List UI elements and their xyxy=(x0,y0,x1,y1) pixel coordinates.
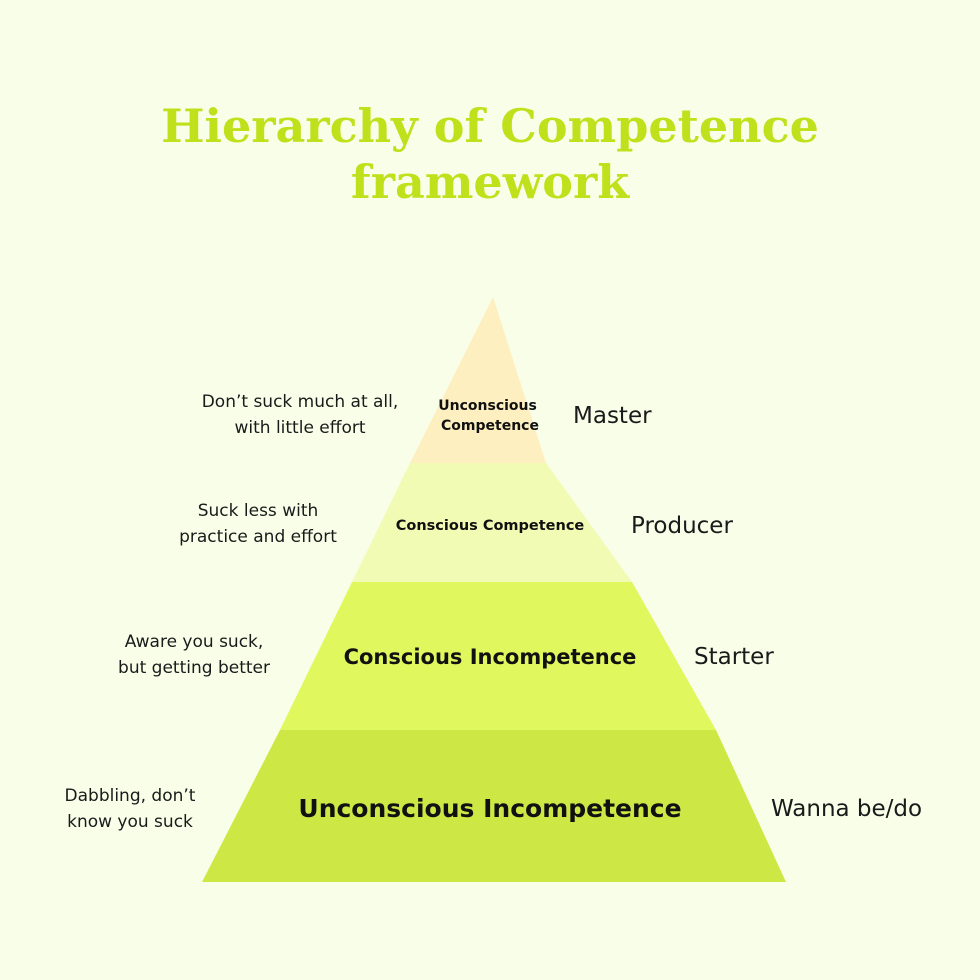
description-producer-line-1: Suck less with xyxy=(197,501,319,521)
description-master: Don’t suck much at all, with little effo… xyxy=(160,389,440,441)
role-label-master: Master xyxy=(573,403,652,429)
description-wanna-be-do-line-1: Dabbling, don’t xyxy=(64,786,196,806)
description-producer-line-2: practice and effort xyxy=(179,527,337,547)
role-label-wanna-be-do: Wanna be/do xyxy=(771,796,922,822)
tier-label-unconscious-incompetence: Unconscious Incompetence xyxy=(298,794,681,823)
description-starter: Aware you suck, but getting better xyxy=(94,629,294,681)
description-starter-line-2: but getting better xyxy=(118,658,270,678)
description-producer: Suck less with practice and effort xyxy=(148,498,368,550)
tier-label-conscious-incompetence: Conscious Incompetence xyxy=(344,645,637,669)
description-wanna-be-do-line-2: know you suck xyxy=(67,812,193,832)
description-master-line-2: with little effort xyxy=(234,418,366,438)
role-label-starter: Starter xyxy=(694,644,774,670)
tier-conscious-incompetence xyxy=(280,582,716,730)
title-line-1: Hierarchy of Competence xyxy=(161,99,819,153)
role-label-producer: Producer xyxy=(631,513,733,539)
diagram-title: Hierarchy of Competence framework xyxy=(0,98,980,210)
description-wanna-be-do: Dabbling, don’t know you suck xyxy=(45,783,215,835)
description-starter-line-1: Aware you suck, xyxy=(124,632,264,652)
tier-label-unconscious-competence: Unconscious Competence xyxy=(438,398,541,434)
tier-conscious-competence xyxy=(352,463,632,582)
tier-unconscious-competence xyxy=(410,297,546,463)
tier-label-conscious-competence: Conscious Competence xyxy=(396,518,585,534)
tier-unconscious-incompetence xyxy=(202,730,786,882)
title-line-2: framework xyxy=(350,155,630,209)
description-master-line-1: Don’t suck much at all, xyxy=(201,392,399,412)
